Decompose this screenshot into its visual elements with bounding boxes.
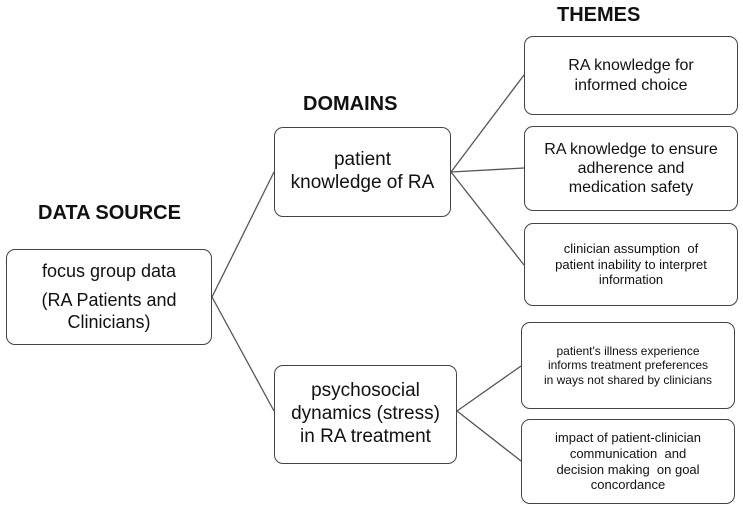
data-source-heading: DATA SOURCE: [38, 202, 181, 224]
domain-1-line-1: patient: [333, 149, 392, 171]
theme-1-line-2: informed choice: [574, 76, 688, 94]
theme-1-line-1: RA knowledge for: [568, 57, 694, 75]
connector-source-to-domain-2: [211, 296, 275, 412]
theme-4-line-3: in ways not shared by clinicians: [543, 372, 713, 387]
domain-1-line-2: knowledge of RA: [290, 172, 435, 193]
theme-4-line-1: patient's illness experience: [556, 343, 700, 358]
connector-domain-1-to-theme-3: [450, 171, 525, 266]
domain-box-patient-knowledge: patient knowledge of RA: [274, 127, 451, 217]
domain-2-line-2: dynamics (stress): [291, 403, 440, 425]
theme-5-line-1: impact of patient-clinician: [555, 430, 701, 446]
theme-4-line-2: informs treatment preferences: [547, 358, 709, 373]
theme-3-line-1: clinician assumption of: [563, 241, 699, 257]
theme-2-line-1: RA knowledge to ensure: [544, 140, 718, 158]
theme-box-clinician-assumption: clinician assumption of patient inabilit…: [524, 223, 738, 306]
source-line-2: (RA Patients and: [41, 290, 177, 311]
theme-5-line-4: concordance: [590, 477, 666, 493]
theme-3-line-2: patient inability to interpret: [555, 256, 707, 272]
theme-box-communication-concordance: impact of patient-clinician communicatio…: [521, 419, 735, 504]
theme-5-line-2: communication and: [569, 445, 687, 461]
theme-3-line-3: information: [598, 272, 664, 288]
domain-2-line-3: in RA treatment: [300, 425, 431, 447]
domain-box-psychosocial-dynamics: psychosocial dynamics (stress) in RA tre…: [274, 365, 457, 464]
theme-box-illness-experience: patient's illness experience informs tre…: [521, 322, 735, 409]
theme-2-line-3: medication safety: [568, 179, 694, 197]
theme-box-informed-choice: RA knowledge for informed choice: [524, 36, 738, 115]
theme-box-adherence-safety: RA knowledge to ensure adherence and med…: [524, 126, 738, 211]
domain-2-line-1: psychosocial: [311, 380, 420, 402]
themes-heading: THEMES: [557, 4, 641, 26]
theme-2-line-2: adherence and: [577, 159, 685, 177]
connector-source-to-domain-1: [211, 171, 275, 298]
connector-domain-2-to-theme-4: [456, 365, 522, 412]
connector-domain-1-to-theme-1: [450, 74, 525, 173]
domains-heading: DOMAINS: [303, 93, 398, 115]
source-line-1: focus group data: [41, 260, 177, 281]
data-source-box: focus group data (RA Patients and Clinic…: [6, 249, 212, 345]
source-line-3: Clinicians): [67, 311, 151, 332]
connector-domain-1-to-theme-2: [450, 167, 525, 173]
theme-5-line-3: decision making on goal: [556, 461, 700, 477]
connector-domain-2-to-theme-5: [456, 410, 522, 462]
